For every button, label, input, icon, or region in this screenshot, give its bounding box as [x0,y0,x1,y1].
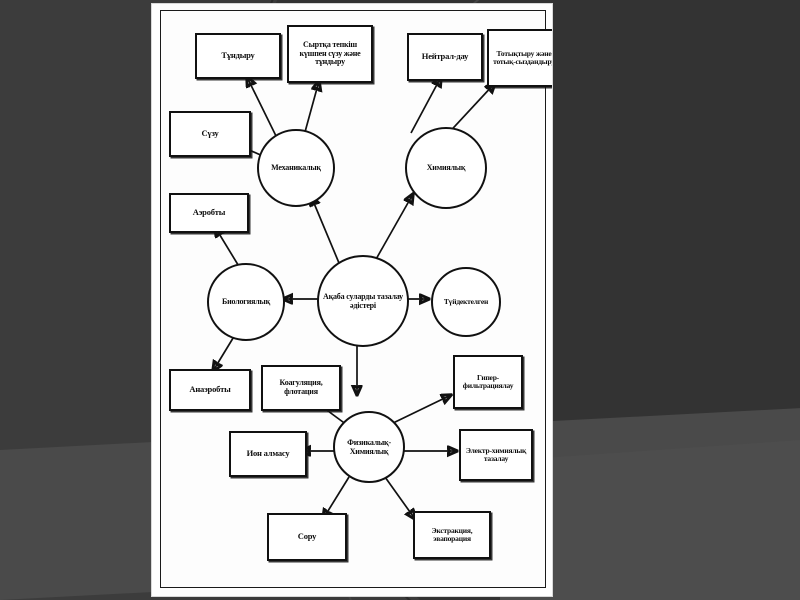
node-coagulation-flotation[interactable]: Коагуляция, флотация [261,365,341,411]
node-label: Электр-химиялық тазалау [465,445,527,463]
node-label: Сору [297,531,317,542]
node-anaerobic[interactable]: Анаэробты [169,369,251,411]
node-aerobic[interactable]: Аэробты [169,193,249,233]
node-label: Тұндыру [221,50,255,61]
node-label: Анаэробты [189,384,231,395]
node-physical-chemical[interactable]: Физикалық-Химиялық [333,411,405,483]
node-label: Ақаба суларды тазалау әдістері [323,291,403,310]
node-extraction-evaporation[interactable]: Экстракция, эвапорация [413,511,491,559]
node-settling[interactable]: Тұндыру [195,33,281,79]
scanned-page: Stud.kz - Stud.kz Stud.kz Stud.kz - Stud… [152,4,552,596]
node-ion-exchange[interactable]: Ион алмасу [229,431,307,477]
node-neutralization[interactable]: Нейтрал-дау [407,33,483,81]
node-electrochemical-treatment[interactable]: Электр-химиялық тазалау [459,429,533,481]
node-label: Нейтрал-дау [421,51,469,62]
node-biological[interactable]: Биологиялық [207,263,285,341]
node-sorption[interactable]: Сору [267,513,347,561]
diagram-frame: Механикалық Химиялық Биологиялық Ақаба с… [160,10,552,588]
node-hyperfiltration[interactable]: Гипер-фильтрациялау [453,355,523,409]
diagram-surface: Механикалық Химиялық Биологиялық Ақаба с… [161,11,552,587]
node-label: Аэробты [192,207,226,218]
node-label: Сыртқа тепкіш күшпен сүзу және тұндыру [299,39,361,67]
node-label: Ион алмасу [246,448,290,459]
node-label: Гипер-фильтрациялау [462,372,514,390]
node-chemical[interactable]: Химиялық [405,127,487,209]
node-label: Физикалық-Химиялық [347,437,391,456]
node-centrifugal-filtration[interactable]: Сыртқа тепкіш күшпен сүзу және тұндыру [287,25,373,83]
node-mechanical[interactable]: Механикалық [257,129,335,207]
node-label: Коагуляция, флотация [279,378,323,396]
node-label: Түйдектелген [443,296,489,306]
node-label: Экстракция, эвапорация [431,525,473,543]
node-center[interactable]: Ақаба суларды тазалау әдістері [317,255,409,347]
node-label: Химиялық [426,163,466,173]
node-filtration[interactable]: Сүзу [169,111,251,157]
node-label: Сүзу [201,128,219,139]
node-oxidation-reduction[interactable]: Тотықтыру және тотық-сыздандыру [487,29,552,87]
node-label: Тотықтыру және тотық-сыздандыру [493,48,552,66]
node-coagulated[interactable]: Түйдектелген [431,267,501,337]
node-label: Биологиялық [222,297,270,307]
node-label: Механикалық [271,163,321,173]
